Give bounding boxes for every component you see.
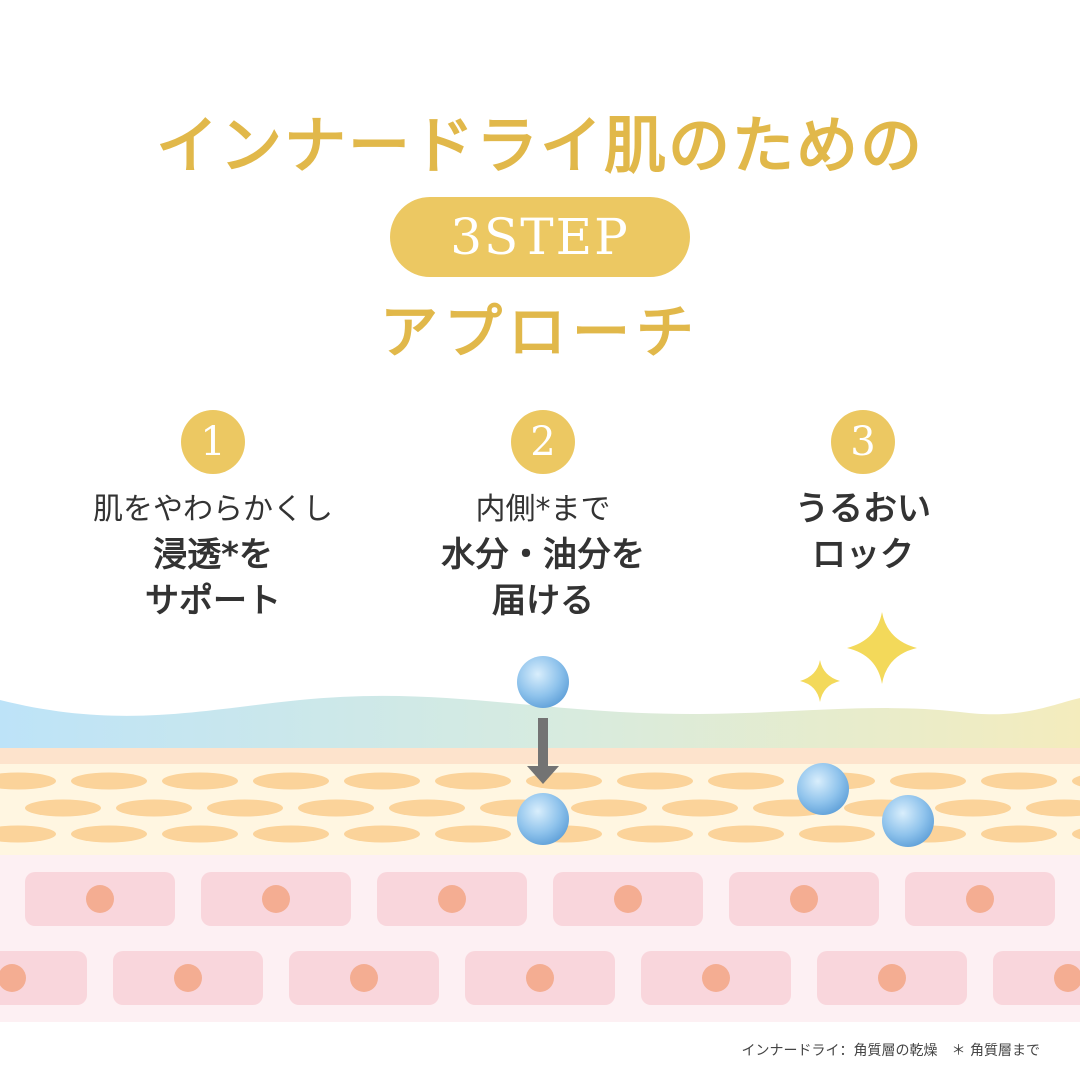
corneum-oval — [708, 772, 784, 790]
corneum-oval — [253, 825, 329, 843]
step-bold-text: 浸透*を — [153, 535, 273, 575]
cell-nucleus — [0, 964, 26, 992]
cell-nucleus — [350, 964, 378, 992]
step-bold-text: 水分・油分を — [441, 535, 645, 575]
corneum-oval — [207, 799, 283, 817]
cell-nucleus — [790, 885, 818, 913]
footnote: インナードライ：角質層の乾燥 ＊ 角質層まで — [741, 1043, 1040, 1059]
step-2: 2 内側*まで 水分・油分を 届ける — [383, 410, 703, 624]
corneum-oval — [617, 825, 693, 843]
step-bold-text: サポート — [145, 581, 281, 621]
droplet-icon — [797, 763, 849, 815]
step-badge: 3STEP — [390, 197, 690, 277]
corneum-oval — [253, 772, 329, 790]
cell-nucleus — [438, 885, 466, 913]
arrow-shaft — [538, 718, 548, 768]
skin-cell — [0, 951, 87, 1005]
sparkle-icon — [800, 660, 840, 702]
droplets — [517, 656, 934, 847]
corneum-oval — [162, 825, 238, 843]
corneum-oval — [162, 772, 238, 790]
corneum-oval — [799, 825, 875, 843]
corneum-oval — [1026, 799, 1080, 817]
step-text: 内側*まで — [475, 492, 611, 527]
corneum-oval — [71, 825, 147, 843]
step-number: 1 — [181, 410, 245, 474]
page-subtitle: アプローチ — [379, 298, 700, 366]
corneum-oval — [571, 799, 647, 817]
corneum-oval — [981, 772, 1057, 790]
corneum-oval — [935, 799, 1011, 817]
epidermis-cells — [0, 872, 1080, 1005]
corneum-oval — [389, 799, 465, 817]
cell-nucleus — [86, 885, 114, 913]
page-title: インナードライ肌のための — [155, 109, 924, 182]
cell-nucleus — [966, 885, 994, 913]
cell-nucleus — [174, 964, 202, 992]
step-bold-text: 届ける — [492, 581, 594, 621]
droplet-icon — [882, 795, 934, 847]
corneum-oval — [0, 772, 56, 790]
corneum-oval — [344, 772, 420, 790]
cell-nucleus — [878, 964, 906, 992]
step-number: 3 — [831, 410, 895, 474]
corneum-oval — [1072, 775, 1080, 787]
sparkle-icon — [847, 612, 917, 684]
corneum-oval — [890, 772, 966, 790]
step-bold-text: うるおい — [795, 489, 931, 529]
corneum-oval — [435, 825, 511, 843]
step-text: 肌をやわらかくし — [93, 492, 333, 527]
arrow-down-icon — [527, 766, 559, 784]
step-1: 1 肌をやわらかくし 浸透*を サポート — [53, 410, 373, 624]
droplet-icon — [517, 793, 569, 845]
corneum-oval — [116, 799, 192, 817]
cell-nucleus — [702, 964, 730, 992]
corneum-oval — [298, 799, 374, 817]
cell-nucleus — [526, 964, 554, 992]
cell-nucleus — [1054, 964, 1080, 992]
corneum-oval — [344, 825, 420, 843]
corneum-oval — [1072, 828, 1080, 840]
corneum-oval — [71, 772, 147, 790]
droplet-icon — [517, 656, 569, 708]
step-3: 3 うるおい ロック — [703, 410, 1023, 578]
skin-cell — [993, 951, 1080, 1005]
step-bold-text: ロック — [812, 535, 914, 575]
corneum-cells — [0, 772, 1080, 843]
cell-nucleus — [262, 885, 290, 913]
corneum-oval — [0, 825, 56, 843]
corneum-oval — [662, 799, 738, 817]
corneum-oval — [25, 799, 101, 817]
corneum-oval — [708, 825, 784, 843]
step-number: 2 — [511, 410, 575, 474]
corneum-oval — [981, 825, 1057, 843]
cell-nucleus — [614, 885, 642, 913]
corneum-oval — [617, 772, 693, 790]
corneum-oval — [435, 772, 511, 790]
